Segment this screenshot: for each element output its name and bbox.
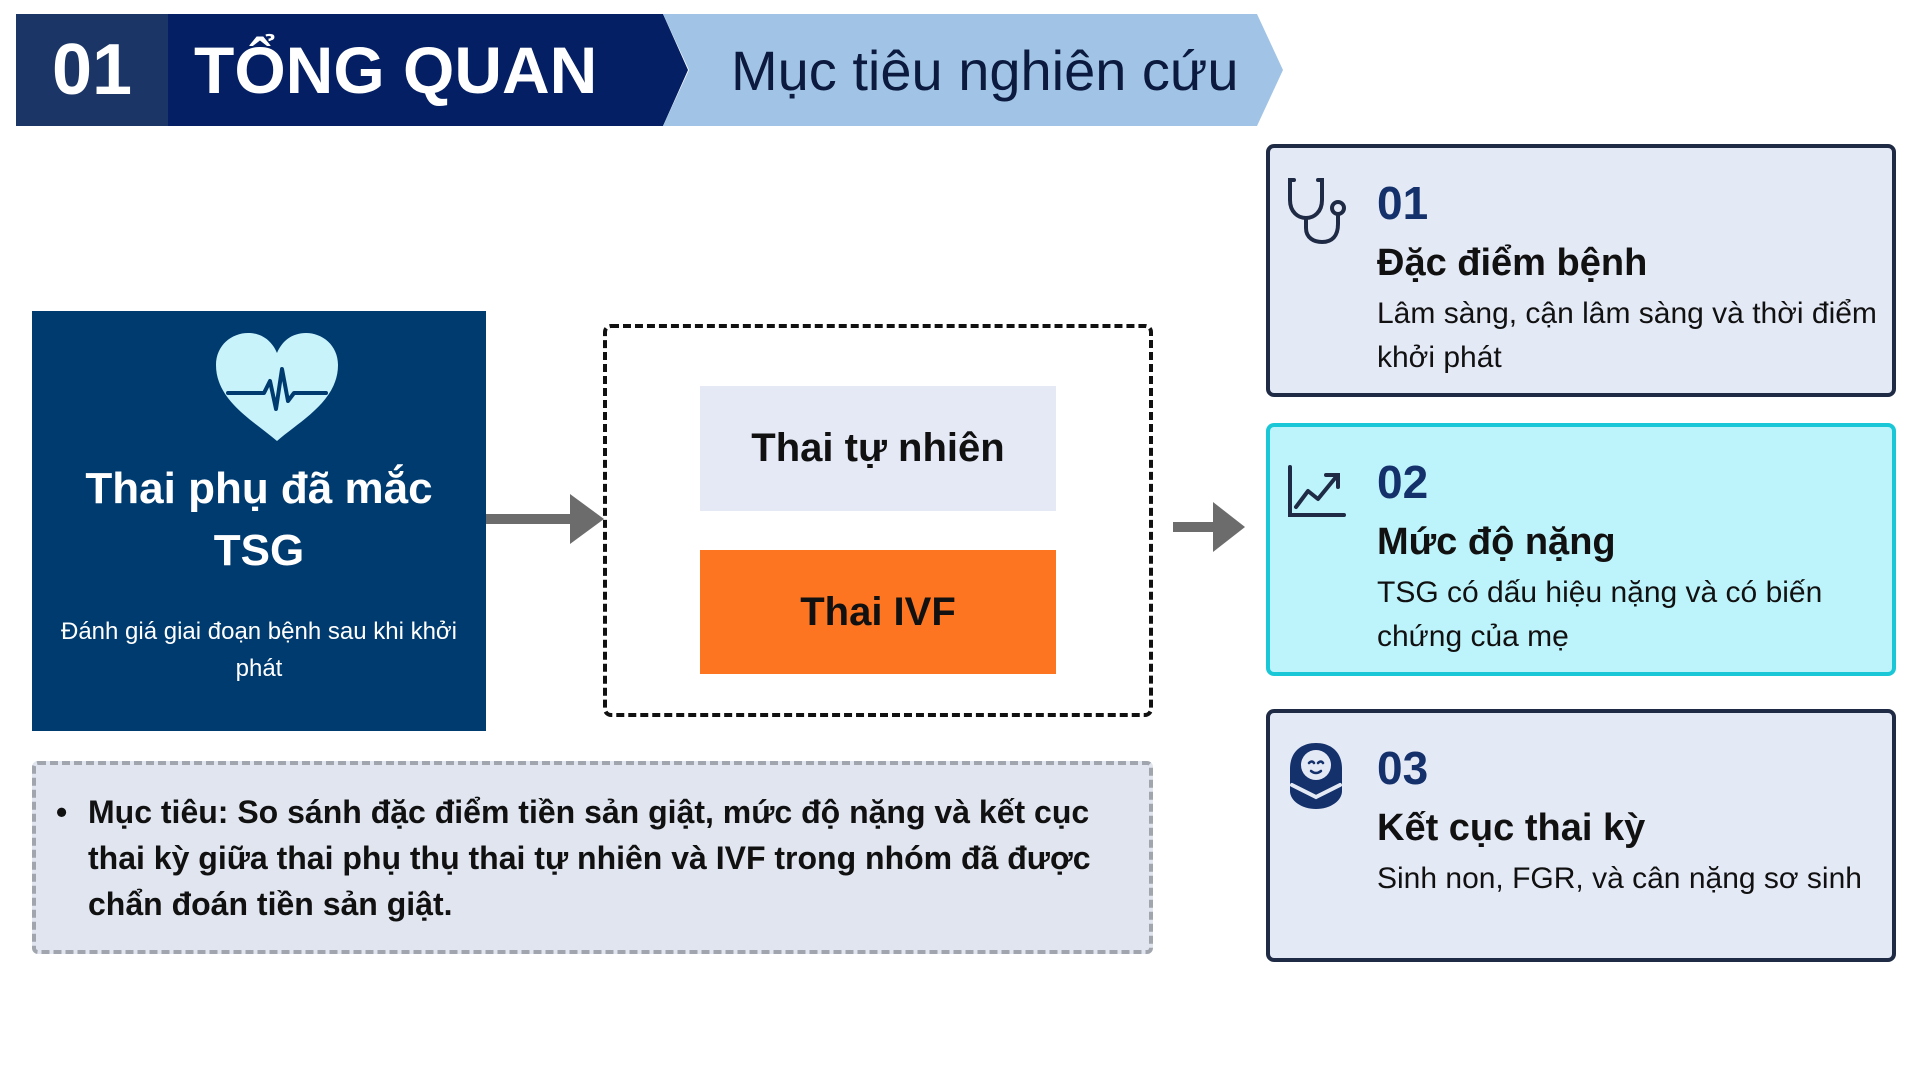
population-description: Đánh giá giai đoạn bệnh sau khi khởi phá… [60,618,457,682]
card-description: Lâm sàng, cận lâm sàng và thời điểm khởi… [1377,297,1877,374]
natural-pregnancy-option: Thai tự nhiên [700,386,1056,511]
section-number: 01 [16,14,168,126]
stethoscope-icon [1288,178,1346,245]
outcome-card-2: 02 Mức độ nặng TSG có dấu hiệu nặng và c… [1266,423,1896,676]
card-number: 02 [1377,456,1429,508]
outcome-card-3: 03 Kết cục thai kỳ Sinh non, FGR, và cân… [1266,709,1896,962]
section-subtitle: Mục tiêu nghiên cứu [663,14,1283,126]
heart-pulse-icon [216,333,338,441]
card-description: Sinh non, FGR, và cân nặng sơ sinh [1377,862,1862,895]
ivf-pregnancy-option: Thai IVF [700,550,1056,674]
card-description: TSG có dấu hiệu nặng và có biến chứng củ… [1377,576,1823,653]
outcome-card-1: 01 Đặc điểm bệnh Lâm sàng, cận lâm sàng … [1266,144,1896,397]
card-title: Đặc điểm bệnh [1377,242,1648,284]
card-title: Mức độ nặng [1377,521,1616,563]
objective-text: Mục tiêu: So sánh đặc điểm tiền sản giật… [88,794,1091,922]
comparison-group [603,324,1153,717]
arrow-right-icon [1173,502,1245,552]
arrow-right-icon [486,494,604,544]
objective-box: • Mục tiêu: So sánh đặc điểm tiền sản gi… [32,761,1153,954]
section-title: TỔNG QUAN [168,14,688,126]
card-number: 03 [1377,742,1429,794]
population-title: Thai phụ đã mắc TSG [85,464,433,575]
baby-icon [1290,743,1342,809]
bullet: • [56,794,68,830]
card-number: 01 [1377,177,1429,229]
trend-chart-icon [1288,465,1346,517]
population-box: Thai phụ đã mắc TSG Đánh giá giai đoạn b… [32,311,486,731]
card-title: Kết cục thai kỳ [1377,807,1646,849]
